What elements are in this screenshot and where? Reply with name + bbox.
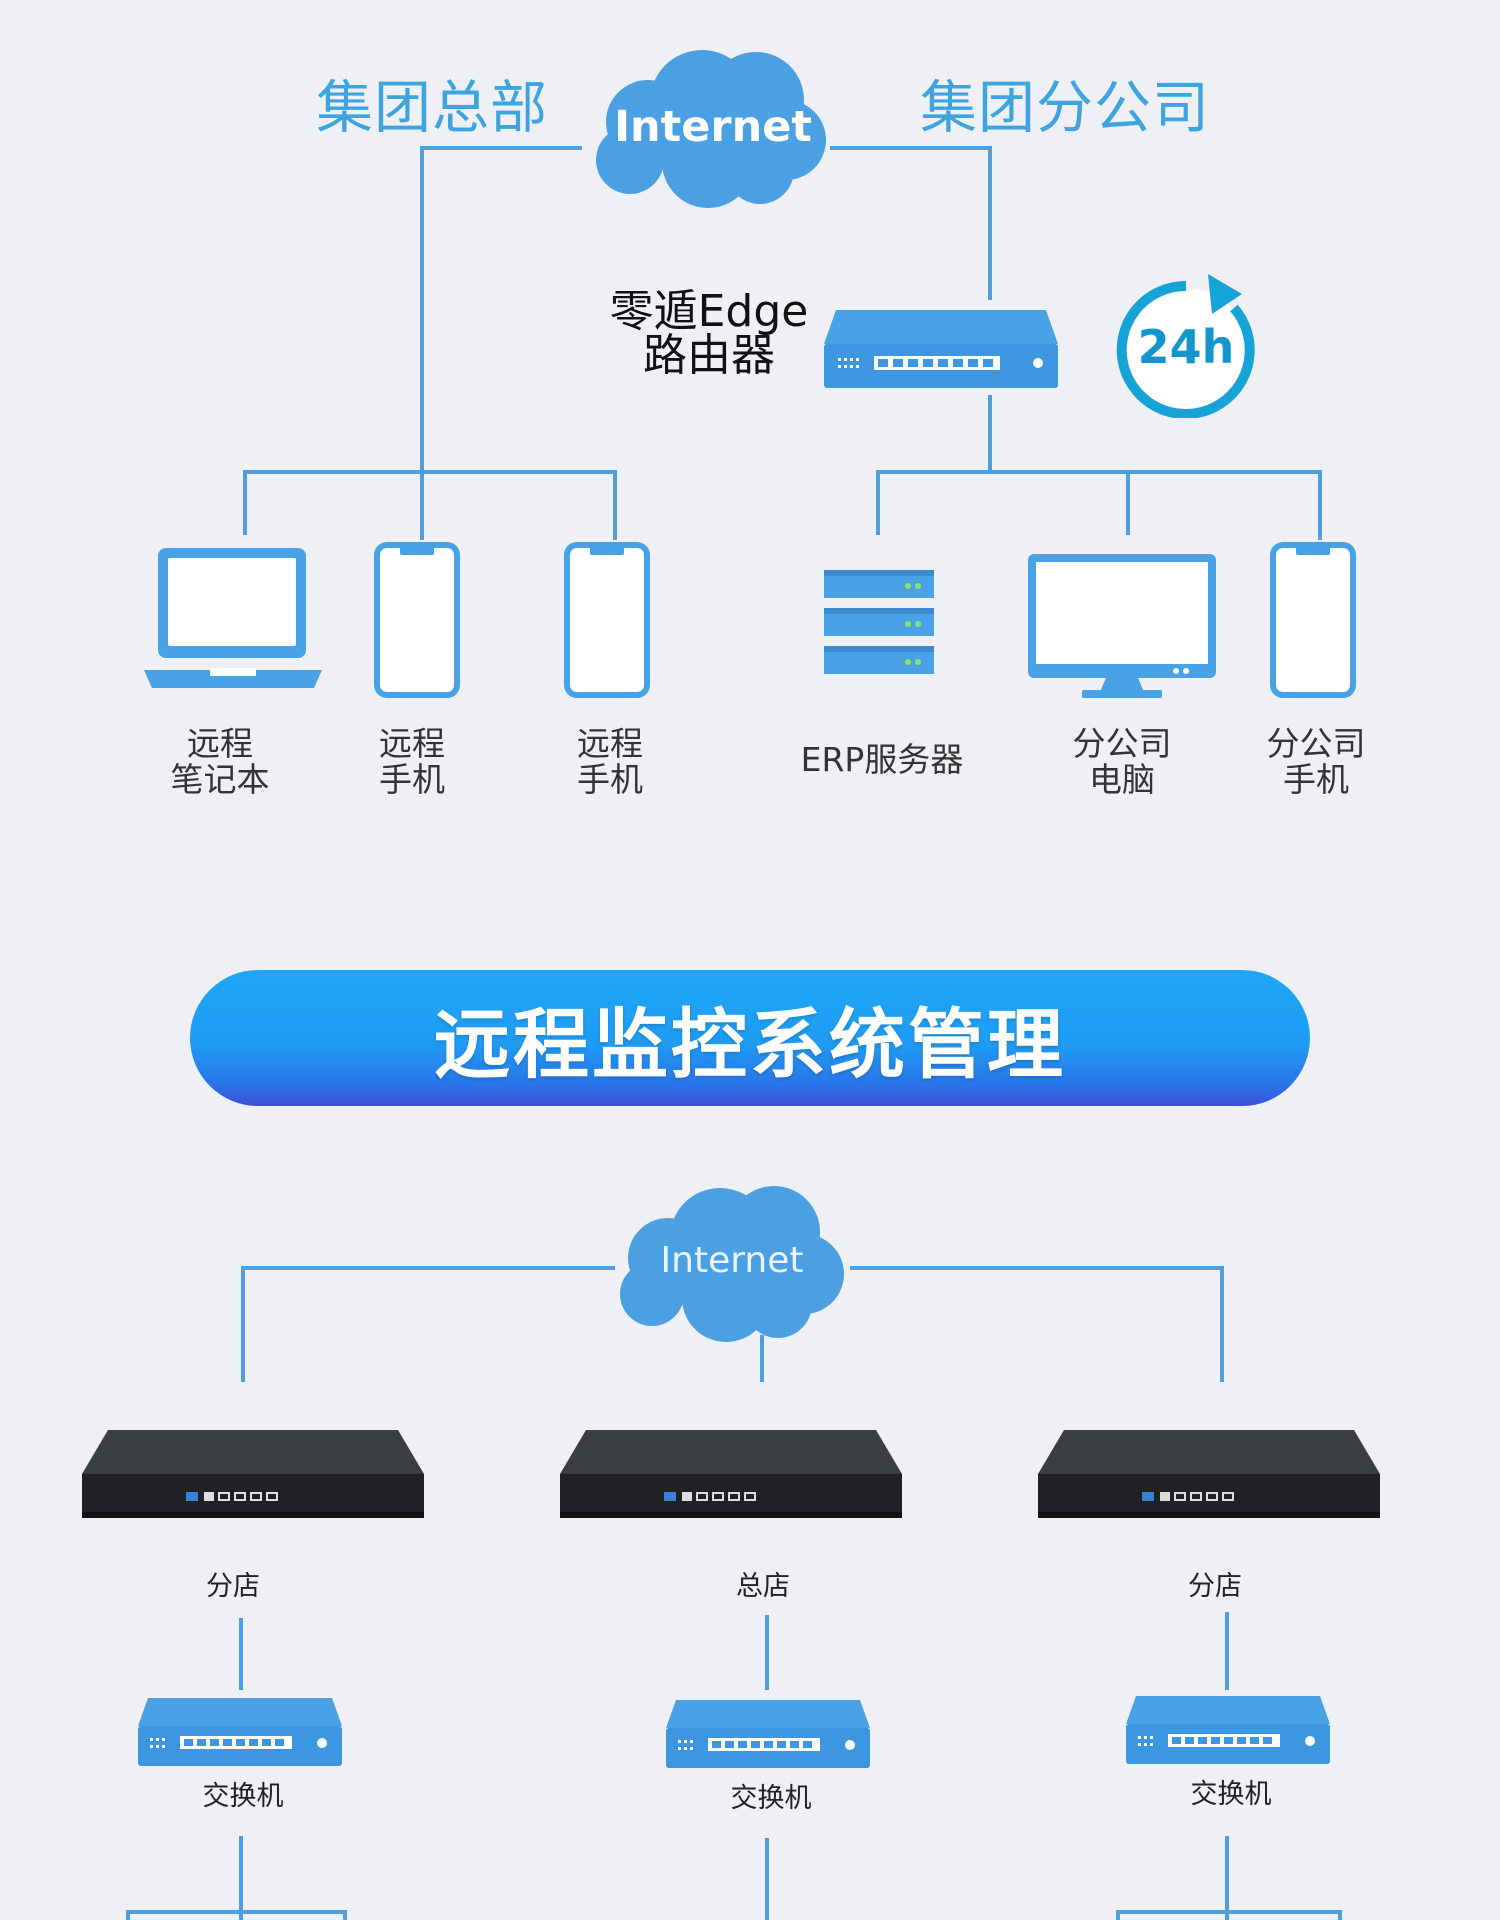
cloud-icon [596,50,826,208]
switch-1 [136,1696,344,1768]
branch-title: 集团分公司 [920,75,1210,141]
phone-icon [564,542,650,698]
branch-phone [1270,542,1356,698]
erp-server [822,566,936,680]
clock-24h-label: 24h [1137,320,1235,374]
switch-icon [1126,1696,1330,1764]
device-label-branch-phone: 分公司 手机 [1266,724,1366,799]
hq-title: 集团总部 [316,75,548,141]
store-appliance-1 [80,1428,426,1520]
phone-icon [1270,542,1356,698]
device-label-laptop: 远程 笔记本 [170,724,270,799]
device-label-phone-2: 远程 手机 [577,724,643,799]
switch-label-3: 交换机 [1190,1779,1272,1810]
cloud-label: Internet [614,102,812,152]
clock-24h-icon [1116,274,1255,419]
router-label-line2: 路由器 [643,330,775,381]
laptop-device [144,544,322,696]
switch-icon [666,1700,870,1768]
store-appliance-3 [1036,1428,1382,1520]
store-label-1: 分店 [206,1571,260,1602]
store-label-3: 分店 [1188,1571,1242,1602]
firewall-appliance-icon [1038,1430,1380,1518]
cloud-icon [620,1186,844,1342]
remote-phone-1 [374,542,460,698]
clock-24h: 24h [1116,268,1256,419]
firewall-appliance-icon [82,1430,424,1518]
branch-monitor [1026,552,1218,700]
router-icon [824,310,1058,388]
edge-router [822,306,1060,390]
store-label-2: 总店 [736,1571,790,1602]
phone-icon [374,542,460,698]
banner-title: 远程监控系统管理 [434,1000,1066,1089]
device-label-monitor: 分公司 电脑 [1072,724,1172,799]
server-icon [824,570,934,674]
switch-icon [138,1698,342,1766]
monitor-icon [1028,554,1216,698]
internet-cloud-bottom: Internet [612,1176,852,1346]
device-label-phone-1: 远程 手机 [379,724,445,799]
section-banner: 远程监控系统管理 [190,970,1310,1106]
store-appliance-2 [558,1428,904,1520]
device-label-server: ERP服务器 [800,740,964,779]
remote-phone-2 [564,542,650,698]
cloud-label-bottom: Internet [660,1240,804,1281]
router-label-line1: 零遁Edge [609,286,809,337]
switch-label-2: 交换机 [730,1783,812,1814]
switch-3 [1124,1694,1332,1766]
internet-cloud: Internet [590,42,836,212]
laptop-icon [144,548,322,688]
switch-label-1: 交换机 [202,1781,284,1812]
switch-2 [664,1698,872,1770]
firewall-appliance-icon [560,1430,902,1518]
router-label: 零遁Edge 路由器 [606,290,812,378]
